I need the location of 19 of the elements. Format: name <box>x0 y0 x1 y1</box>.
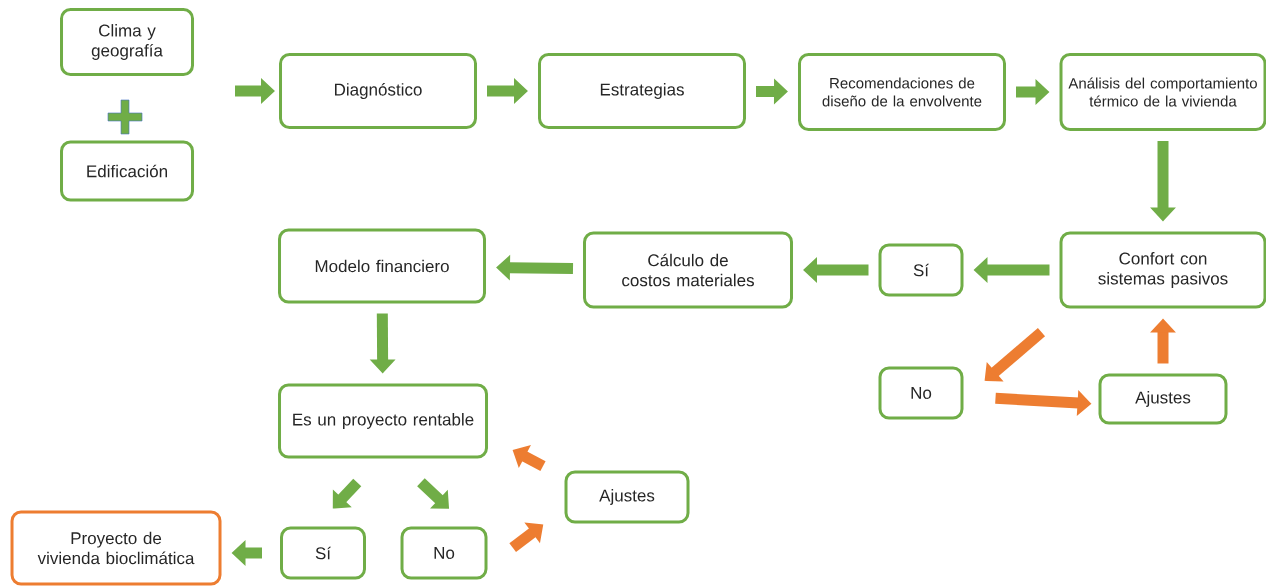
process-box: No <box>878 366 964 420</box>
process-box: Análisis del comportamiento térmico de la vivienda <box>1059 53 1266 131</box>
block-arrow <box>984 327 1046 382</box>
process-box: Edificación <box>60 140 194 202</box>
process-box: Ajustes <box>1098 373 1228 425</box>
process-box: Recomendaciones de diseño de la envolvente <box>798 53 1006 131</box>
process-box: Diagnóstico <box>279 53 477 129</box>
process-box: No <box>400 526 488 580</box>
block-arrow <box>332 478 362 509</box>
process-box: Cálculo de costos materiales <box>583 231 793 309</box>
process-box: Modelo financiero <box>278 228 486 304</box>
outcome-box: Proyecto de vivienda bioclimática <box>10 510 222 586</box>
process-box: Sí <box>280 526 366 580</box>
process-box: Estrategias <box>538 53 746 129</box>
process-box: Sí <box>878 243 964 297</box>
process-box: Es un proyecto rentable <box>278 383 488 459</box>
process-box: Confort con sistemas pasivos <box>1059 231 1266 309</box>
process-box: Ajustes <box>564 470 690 524</box>
process-box: Clima y geografía <box>60 8 194 76</box>
